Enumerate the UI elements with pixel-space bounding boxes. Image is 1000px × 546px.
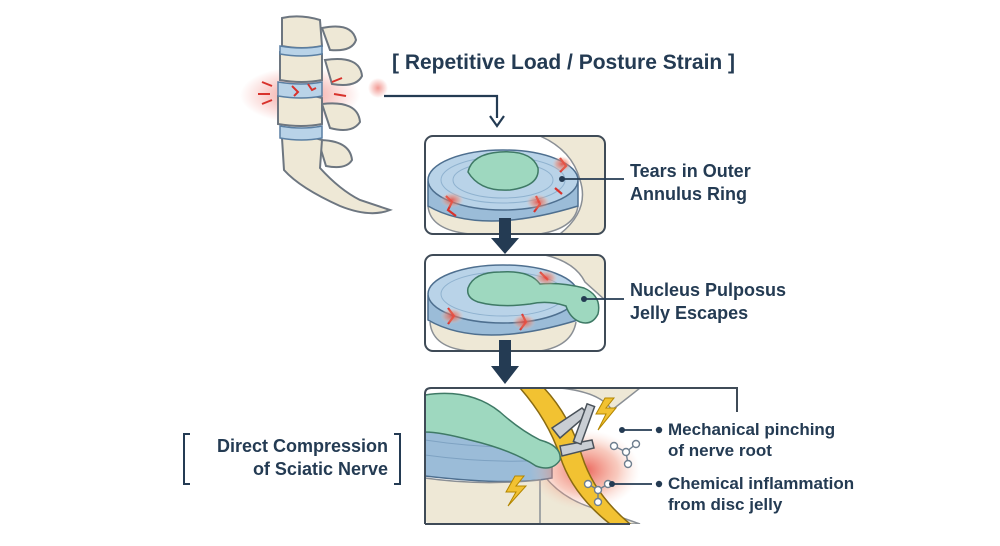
escaping-nucleus [466,271,600,324]
compression-label: Direct Compression of Sciatic Nerve [196,435,388,480]
compression-label-line: Direct Compression [216,436,388,456]
clamp-icon [550,402,596,457]
panel-nucleus-escape [424,254,606,352]
molecule-icon [609,439,641,469]
bullet [655,480,663,488]
effect-label-line: from disc jelly [668,495,783,515]
stage-label-line: Jelly Escapes [630,302,749,323]
disc [279,125,323,141]
injured-disc [277,81,323,99]
effect-label-mechanical: Mechanical pinching of nerve root [668,419,835,462]
down-arrow [491,340,519,384]
effect-label-line: of nerve root [668,441,772,461]
molecule-icon [583,479,613,507]
stage-label-line: Tears in Outer [630,161,751,181]
panel-nerve-compression [424,387,738,525]
vertebra [277,93,323,127]
effect-label-line: Chemical inflammation [668,474,855,493]
stage-label-nucleus-escapes: Nucleus Pulposus Jelly Escapes [630,279,786,324]
diagram-title: [ Repetitive Load / Posture Strain ] [392,51,736,74]
down-arrow [491,218,519,254]
panel-annulus-tears [424,135,606,235]
connector-arrowhead [489,115,505,128]
strain-marks [258,77,347,105]
compression-label-line: of Sciatic Nerve [252,458,388,479]
sciatic-nerve [518,388,633,524]
effect-label-line: Mechanical pinching [668,420,836,439]
stage-label-line: Nucleus Pulposus [630,280,787,300]
stage-label-line: Annulus Ring [630,183,747,204]
stage-label-annulus-tears: Tears in Outer Annulus Ring [630,160,751,205]
bullet [655,426,663,434]
vertebra [281,15,324,49]
pain-bolt-icon [595,397,618,431]
bracket-right [394,433,401,485]
bracket-left [183,433,190,485]
pain-bolt-icon [505,475,528,507]
connector-line [384,94,499,118]
herniated-nucleus [425,392,561,469]
spine-illustration [240,15,393,215]
nucleus [467,151,539,191]
disc [279,45,323,57]
effect-label-chemical: Chemical inflammation from disc jelly [668,473,854,516]
